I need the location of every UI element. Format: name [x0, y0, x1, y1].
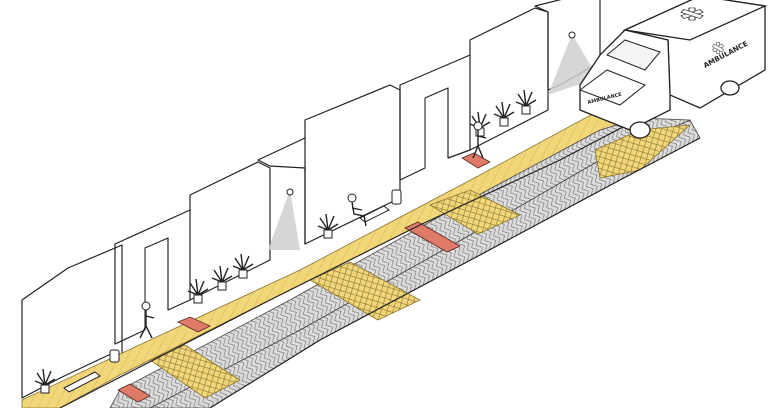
crosswalks [149, 124, 692, 399]
curb-line [59, 117, 641, 408]
trash-can-icon [391, 189, 402, 205]
pedestrians [139, 121, 487, 339]
plant-icon [317, 213, 339, 239]
star-of-life-icon [712, 42, 724, 54]
plant-icon [493, 101, 515, 127]
warning-strip [461, 152, 491, 169]
crosswalk [429, 189, 521, 235]
curb-line-far [209, 137, 701, 408]
pedestrian-icon [347, 193, 367, 227]
planters [34, 89, 537, 394]
star-of-life-icon [680, 7, 704, 21]
rear-wheel [720, 80, 740, 96]
pedestrian-icon [139, 301, 155, 339]
warning-strip [177, 316, 211, 333]
ambulance: AMBULANCE AMBULANCE [578, 0, 768, 139]
light-cone [268, 190, 300, 250]
plant-icon [232, 253, 254, 279]
bench-icon [359, 205, 390, 223]
trash-can-icon [109, 349, 120, 363]
crosswalk [309, 261, 421, 321]
plant-icon [187, 278, 209, 304]
building-2 [114, 161, 271, 345]
trash-cans [109, 189, 402, 363]
benches [63, 205, 390, 393]
pedestrian-icon [472, 121, 487, 159]
windshield [606, 39, 661, 71]
plant-icon [515, 89, 537, 115]
warning-strip [117, 383, 151, 403]
warning-strip [404, 221, 461, 253]
street-light-icon [568, 31, 576, 39]
plant-icon [211, 265, 233, 291]
street-light-icon [286, 188, 294, 196]
bench-icon [63, 371, 101, 393]
detectable-warnings [117, 152, 491, 403]
plant-icon [34, 368, 56, 394]
hood [578, 69, 646, 106]
front-wheel [629, 121, 651, 139]
